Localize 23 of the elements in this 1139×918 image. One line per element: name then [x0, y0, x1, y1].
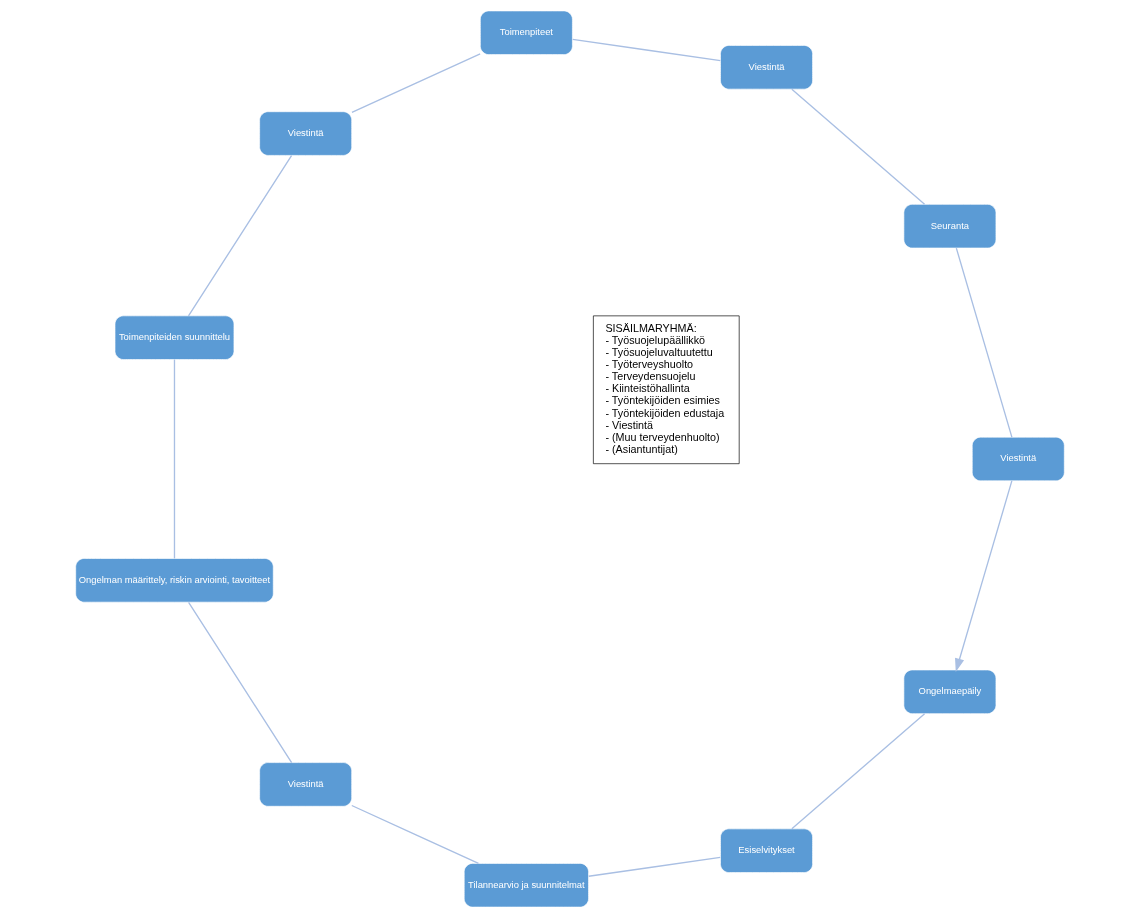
node-box: Toimenpiteiden suunnittelu	[114, 315, 234, 360]
arrow	[954, 480, 1012, 672]
connector	[790, 713, 925, 830]
node-box: Esiselvitykset	[719, 828, 813, 873]
node-box: Ongelman määrittely, riskin arviointi, tavoitteet	[74, 558, 274, 603]
connector	[187, 601, 292, 764]
node-box: Seuranta	[903, 204, 996, 249]
connector	[350, 53, 481, 114]
node-box: Ongelmaepäily	[903, 669, 996, 714]
node-box: Tilannearvio ja suunnitelmat	[463, 863, 589, 908]
node-box: SISÄILMARYHMÄ: - Työsuojelupäällikkö - Työsuojeluvaltuutettu - Työterveyshuolto - Terveydensuojelu - Kiinteistöhallinta - Työntekijöiden esimies - Työntekijöiden edustaja - Viestintä - (Muu terveydenhuolto) - (Asiantuntijat)	[592, 315, 740, 465]
connector	[790, 88, 925, 205]
connector	[173, 358, 175, 560]
node-box: Viestintä	[719, 45, 813, 90]
node-box: Viestintä	[971, 436, 1065, 482]
node-box: Viestintä	[258, 111, 352, 156]
connector	[350, 804, 479, 865]
node-box: Viestintä	[258, 762, 352, 807]
connector	[955, 247, 1013, 438]
connector	[571, 38, 721, 62]
node-box: Toimenpiteet	[479, 10, 573, 55]
connector	[587, 856, 721, 877]
connector	[187, 154, 292, 317]
